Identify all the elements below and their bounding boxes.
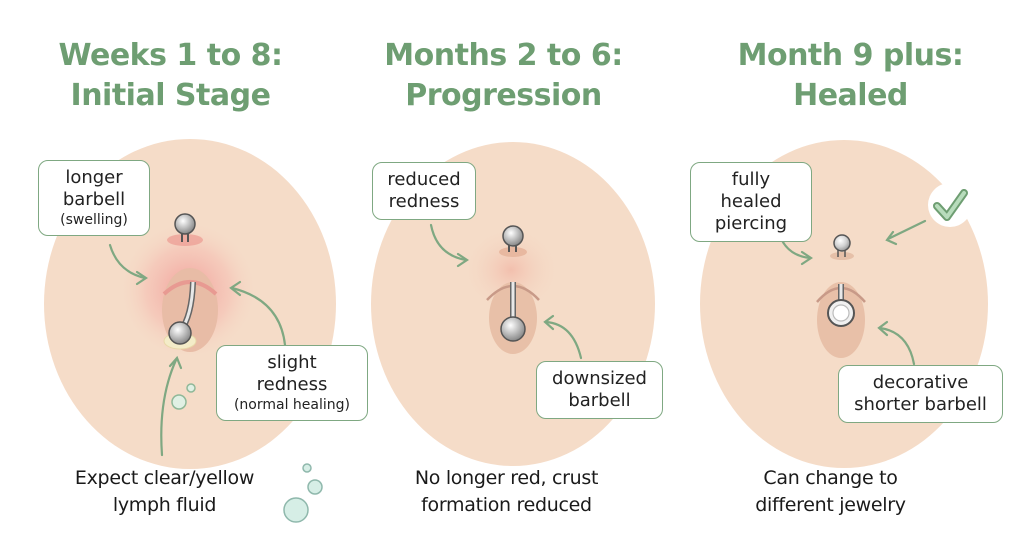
callout-longer-barbell: longer barbell (swelling) [38,160,150,236]
stage-caption: Can change to different jewelry [755,467,906,516]
stage-caption: Expect clear/yellow lymph fluid [74,467,255,516]
callout-downsized-barbell: downsized barbell [536,361,663,419]
callout-slight-redness: slight redness (normal healing) [216,345,368,421]
stage-progression: Months 2 to 6: Progression [341,0,682,559]
callout-reduced-redness: reduced redness [372,162,476,220]
stage-title: Month 9 plus: Healed [737,38,964,113]
checkmark-icon [928,183,972,227]
stage-title: Weeks 1 to 8: Initial Stage [58,38,283,113]
bubbles-icon [283,463,323,523]
stage-healed: Month 9 plus: Healed [682,0,1023,559]
stage-title: Months 2 to 6: Progression [384,38,623,113]
callout-fully-healed: fully healed piercing [690,162,812,242]
callout-decorative-barbell: decorative shorter barbell [838,365,1003,423]
stage-initial: Weeks 1 to 8: Initial Stage [0,0,368,559]
gem-top-icon [833,234,851,252]
stage-caption: No longer red, crust formation reduced [414,467,599,516]
